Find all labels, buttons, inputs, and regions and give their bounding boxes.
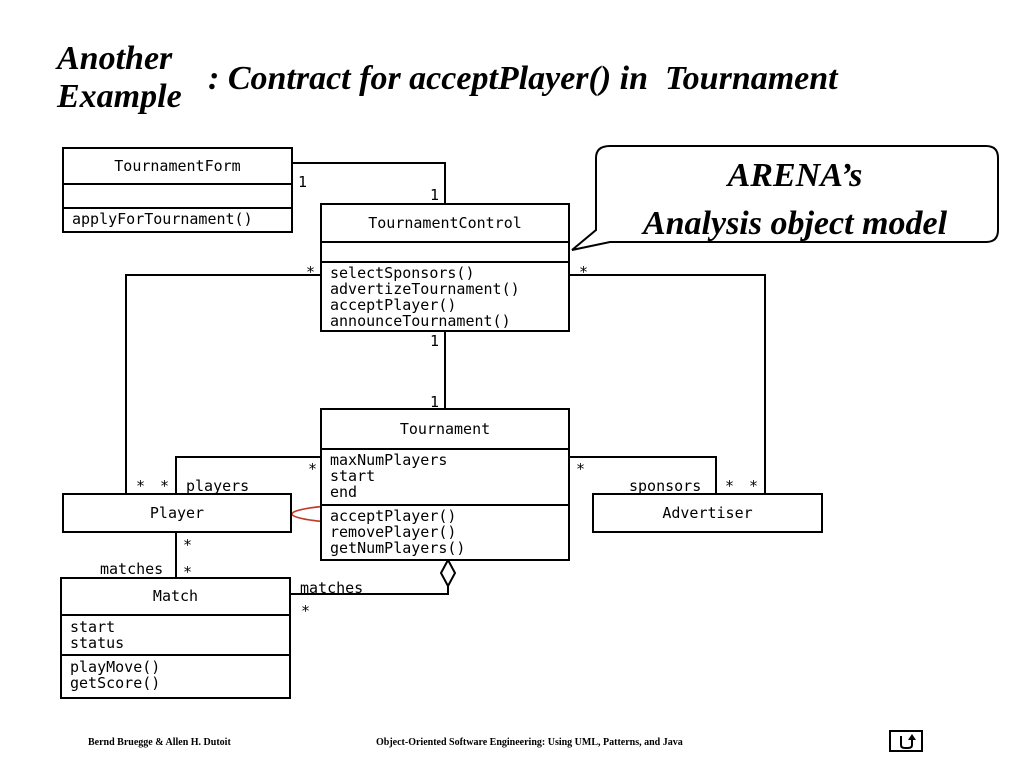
multiplicity-label: 1	[298, 173, 308, 191]
footer-book-title: Object-Oriented Software Engineering: Us…	[376, 737, 683, 748]
multiplicity-label: *	[160, 477, 170, 495]
return-arrow-icon	[900, 734, 916, 749]
attributes-compartment: start status	[62, 616, 289, 656]
class-tournament-control: TournamentControl selectSponsors() adver…	[320, 203, 570, 332]
operations-compartment: applyForTournament()	[64, 209, 291, 230]
operation: removePlayer()	[330, 523, 457, 541]
title-prefix: Another Example	[57, 40, 182, 116]
callout-line-2: Analysis object model	[642, 205, 948, 242]
class-name: Match	[62, 579, 289, 616]
assoc-tournament-advertiser	[569, 456, 717, 494]
assoc-control-player	[125, 274, 321, 494]
class-advertiser: Advertiser	[592, 493, 823, 533]
multiplicity-label: *	[579, 263, 589, 281]
attributes-compartment	[64, 185, 291, 209]
class-name: Player	[149, 504, 205, 522]
attribute: start	[70, 618, 116, 636]
operation: getNumPlayers()	[330, 539, 466, 557]
attribute: maxNumPlayers	[330, 451, 448, 469]
operation: acceptPlayer()	[330, 296, 457, 314]
class-name: Advertiser	[662, 504, 753, 522]
callout-line-1: ARENA’s	[727, 157, 863, 194]
multiplicity-label: *	[749, 477, 759, 495]
multiplicity-label: *	[306, 263, 316, 281]
operation: advertizeTournament()	[330, 280, 520, 298]
multiplicity-label: 1	[430, 186, 440, 204]
operations-compartment: playMove() getScore()	[62, 656, 289, 694]
title-line-2: Example	[57, 78, 182, 115]
multiplicity-label: *	[308, 460, 318, 478]
assoc-form-control	[292, 162, 446, 204]
role-label-players: players	[186, 477, 250, 495]
attribute: status	[70, 634, 125, 652]
title-line-1: Another	[57, 40, 173, 77]
operations-compartment: acceptPlayer() removePlayer() getNumPlay…	[322, 506, 568, 559]
role-label-matches: matches	[100, 560, 164, 578]
assoc-tournament-match	[290, 586, 449, 595]
operation: selectSponsors()	[330, 264, 475, 282]
attribute: end	[330, 483, 358, 501]
multiplicity-label: *	[183, 563, 193, 581]
operation: applyForTournament()	[72, 210, 253, 228]
class-tournament: Tournament maxNumPlayers start end accep…	[320, 408, 570, 561]
multiplicity-label: *	[576, 460, 586, 478]
page-title: : Contract for acceptPlayer() in Tournam…	[208, 60, 838, 97]
role-label-matches: matches	[300, 579, 364, 597]
operation: playMove()	[70, 658, 161, 676]
operations-compartment: selectSponsors() advertizeTournament() a…	[322, 263, 568, 332]
return-button[interactable]	[889, 730, 923, 752]
class-name: TournamentForm	[64, 149, 291, 185]
class-player: Player	[62, 493, 292, 533]
callout-bubble	[571, 145, 999, 251]
callout: ARENA’s Analysis object model	[600, 152, 990, 248]
multiplicity-label: *	[725, 477, 735, 495]
assoc-control-advertiser	[569, 274, 766, 494]
role-label-sponsors: sponsors	[629, 477, 702, 495]
operation: announceTournament()	[330, 312, 511, 330]
attributes-compartment	[322, 243, 568, 263]
class-name: Tournament	[322, 410, 568, 450]
multiplicity-label: *	[183, 536, 193, 554]
multiplicity-label: *	[301, 602, 311, 620]
class-match: Match start status playMove() getScore()	[60, 577, 291, 699]
multiplicity-label: *	[136, 477, 146, 495]
attribute: start	[330, 467, 376, 485]
operation: acceptPlayer()	[330, 507, 457, 525]
class-tournament-form: TournamentForm applyForTournament()	[62, 147, 293, 233]
assoc-tournament-player	[175, 456, 321, 494]
multiplicity-label: 1	[430, 332, 440, 350]
attributes-compartment: maxNumPlayers start end	[322, 450, 568, 506]
footer-authors: Bernd Bruegge & Allen H. Dutoit	[88, 737, 231, 748]
aggregation-diamond	[439, 557, 457, 589]
class-name: TournamentControl	[322, 205, 568, 243]
multiplicity-label: 1	[430, 393, 440, 411]
operation: getScore()	[70, 674, 161, 692]
